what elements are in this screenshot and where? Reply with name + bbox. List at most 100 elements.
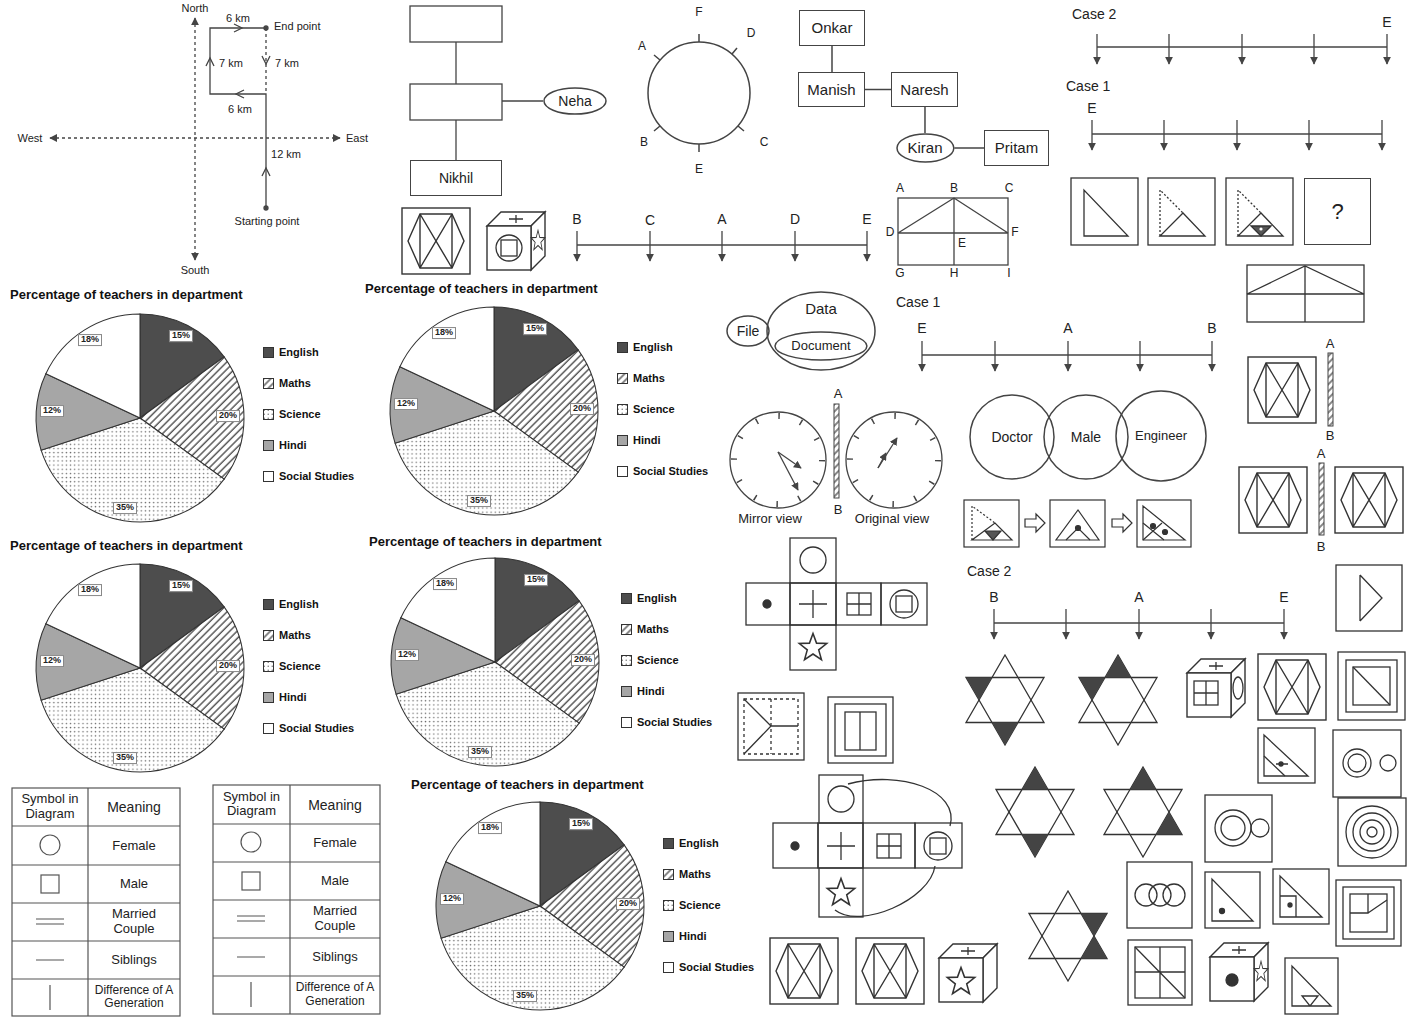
order-line bbox=[1067, 341, 1068, 371]
cube-figure bbox=[947, 968, 974, 994]
misc-figures bbox=[1353, 813, 1391, 851]
fold-sequence bbox=[1056, 510, 1099, 540]
figure-label: G bbox=[895, 267, 904, 281]
order-line bbox=[866, 231, 867, 261]
order-line bbox=[1308, 120, 1309, 150]
figure-label: B bbox=[640, 136, 648, 150]
legend-item: Maths bbox=[663, 868, 711, 880]
order-line bbox=[1313, 34, 1314, 64]
figure-label: F bbox=[695, 6, 702, 20]
figure-label: A bbox=[1326, 337, 1335, 352]
legend-swatch bbox=[663, 931, 674, 942]
table-cell: Siblings bbox=[91, 953, 177, 968]
direction-map bbox=[264, 26, 268, 30]
hexagram-figure bbox=[992, 723, 1018, 746]
misc-figures bbox=[744, 699, 798, 754]
figure-label: D bbox=[747, 27, 756, 41]
hexagon-figure bbox=[856, 938, 924, 1004]
cube-net bbox=[915, 823, 962, 868]
legend-item: Social Studies bbox=[617, 465, 708, 477]
order-line bbox=[1210, 609, 1211, 639]
cube-net bbox=[791, 842, 799, 850]
order-line bbox=[994, 341, 995, 371]
cube-figure bbox=[531, 230, 545, 250]
cube-figure bbox=[1210, 943, 1268, 1001]
table-cell: Female bbox=[91, 838, 177, 853]
misc-figures bbox=[1343, 749, 1371, 777]
legend-text: Maths bbox=[633, 372, 665, 384]
figure-label: B bbox=[1317, 540, 1326, 555]
table-cell: Meaning bbox=[91, 799, 177, 815]
figure-label: E bbox=[1279, 589, 1288, 605]
legend-swatch bbox=[264, 378, 274, 388]
node-text: Engineer bbox=[1135, 429, 1187, 444]
legend-item: Science bbox=[663, 899, 721, 911]
fold-sequence bbox=[1143, 506, 1185, 540]
order-line bbox=[1065, 609, 1066, 639]
percent-label: 35% bbox=[467, 495, 491, 507]
legend-swatch bbox=[618, 373, 628, 383]
order-line bbox=[1211, 341, 1212, 371]
percent-label: 35% bbox=[468, 746, 492, 758]
percent-label: 35% bbox=[113, 502, 137, 514]
misc-figures bbox=[1264, 735, 1308, 776]
legend-swatch bbox=[617, 466, 628, 477]
chart-title: Percentage of teachers in department bbox=[365, 282, 598, 297]
legend-text: English bbox=[279, 346, 319, 358]
direction-map bbox=[206, 24, 270, 176]
figure-label: C bbox=[1005, 182, 1014, 196]
node-outline bbox=[775, 332, 867, 360]
figure-label: F bbox=[1011, 226, 1018, 240]
table-cell: Symbol in Diagram bbox=[15, 792, 85, 822]
symbol-table bbox=[12, 788, 180, 1016]
legend-swatch bbox=[617, 404, 628, 415]
misc-figures bbox=[738, 693, 804, 760]
percent-label: 12% bbox=[40, 405, 64, 417]
order-line bbox=[576, 231, 577, 261]
mirror bbox=[834, 404, 839, 498]
direction-map bbox=[50, 137, 340, 138]
legend-item: Hindi bbox=[621, 685, 665, 697]
order-line bbox=[1168, 34, 1169, 64]
symbol-table bbox=[12, 785, 380, 1016]
percent-label: 15% bbox=[169, 580, 193, 592]
figure-label: E bbox=[917, 320, 926, 336]
figure-label: West bbox=[18, 132, 43, 145]
misc-figures bbox=[1336, 880, 1401, 946]
percent-label: 15% bbox=[524, 574, 548, 586]
cube-net bbox=[800, 547, 826, 573]
figure-label: B bbox=[572, 211, 581, 227]
fold-sequence bbox=[1151, 524, 1156, 529]
clock bbox=[730, 412, 942, 508]
legend-text: English bbox=[679, 837, 719, 849]
figure-label: D bbox=[790, 211, 800, 227]
order-line bbox=[922, 354, 1212, 355]
clock bbox=[878, 438, 897, 468]
misc-figures bbox=[1273, 869, 1329, 924]
legend-swatch bbox=[664, 869, 674, 879]
clock bbox=[850, 416, 938, 504]
figure-label: B bbox=[834, 503, 843, 518]
misc-figures bbox=[1333, 730, 1401, 797]
figure-series bbox=[1259, 227, 1262, 230]
node-outline bbox=[727, 316, 769, 346]
misc-figures bbox=[1220, 909, 1225, 914]
legend-text: Social Studies bbox=[633, 465, 708, 477]
fold-sequence bbox=[1137, 500, 1191, 547]
misc-figures bbox=[1163, 884, 1185, 906]
hexagram-figure bbox=[1079, 655, 1157, 745]
legend-text: Hindi bbox=[679, 930, 707, 942]
legend-text: Maths bbox=[637, 623, 669, 635]
table-cell: Male bbox=[91, 877, 177, 892]
mirror bbox=[1319, 463, 1324, 535]
hexagram-figure bbox=[1022, 835, 1048, 858]
text-ellipse: Kiran bbox=[896, 133, 955, 163]
symbol-table bbox=[41, 875, 59, 893]
family-tree bbox=[410, 6, 543, 160]
legend-swatch bbox=[263, 347, 274, 358]
node-text: Doctor bbox=[991, 429, 1032, 445]
figure-label: H bbox=[950, 267, 959, 281]
table-cell: Meaning bbox=[293, 796, 377, 812]
fold-sequence bbox=[985, 531, 1001, 540]
node-text: Document bbox=[791, 339, 850, 354]
